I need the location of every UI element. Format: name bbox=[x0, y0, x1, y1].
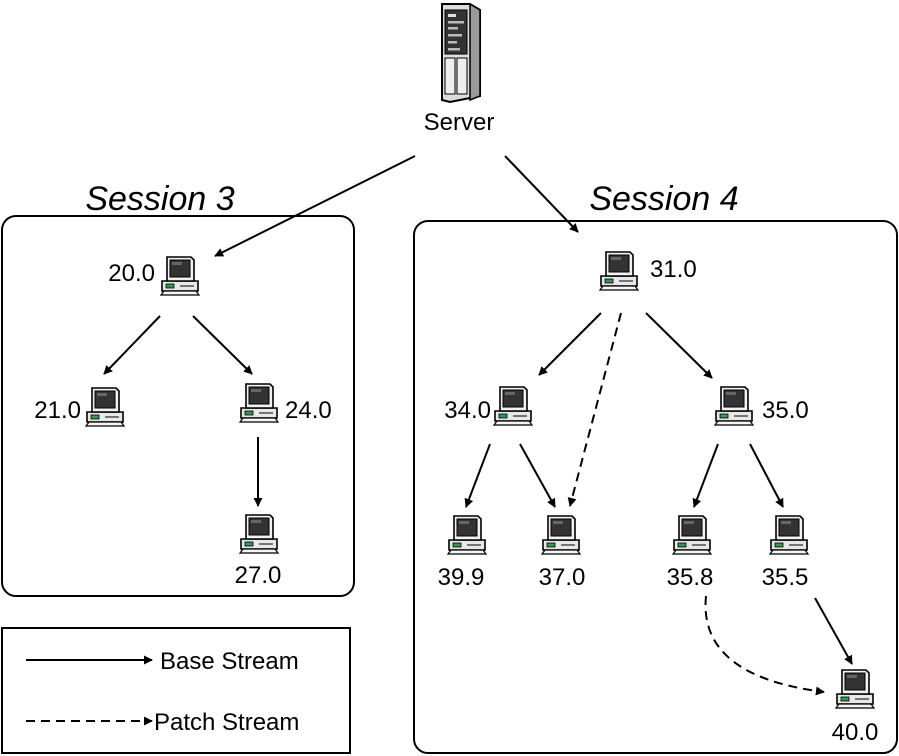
edge-31-34 bbox=[538, 312, 602, 376]
edge-355-40 bbox=[814, 597, 853, 665]
computer-20-icon bbox=[160, 256, 200, 296]
computer-39-icon bbox=[447, 515, 487, 555]
computer-21-icon bbox=[85, 387, 125, 427]
edge-35-358 bbox=[692, 443, 719, 508]
computer-358-icon bbox=[672, 515, 712, 555]
node-35-label: 35.0 bbox=[762, 397, 809, 424]
legend-patch-label: Patch Stream bbox=[154, 709, 299, 736]
computer-24-icon bbox=[239, 383, 279, 423]
node-40-label: 40.0 bbox=[832, 719, 879, 746]
edge-35-355 bbox=[749, 443, 784, 508]
legend: Base Stream Patch Stream bbox=[1, 627, 351, 754]
node-27-label: 27.0 bbox=[235, 562, 282, 589]
session-3-title: Session 3 bbox=[85, 180, 234, 218]
edge-20-24 bbox=[192, 315, 253, 375]
edge-20-21 bbox=[103, 315, 161, 375]
node-37-label: 37.0 bbox=[539, 564, 586, 591]
edge-34-37 bbox=[519, 443, 556, 508]
computer-31-icon bbox=[599, 251, 639, 291]
node-21-label: 21.0 bbox=[34, 397, 81, 424]
node-31-label: 31.0 bbox=[650, 256, 697, 283]
node-39-label: 39.9 bbox=[438, 564, 485, 591]
server-icon bbox=[441, 3, 481, 103]
node-358-label: 35.8 bbox=[667, 564, 714, 591]
edge-34-39 bbox=[464, 443, 491, 508]
edge-31-35 bbox=[645, 312, 713, 379]
node-355-label: 35.5 bbox=[762, 564, 809, 591]
node-24-label: 24.0 bbox=[285, 397, 332, 424]
edges bbox=[103, 155, 853, 696]
edge-358-40-patch bbox=[704, 595, 825, 696]
edge-31-37-patch bbox=[567, 312, 622, 507]
node-20-label: 20.0 bbox=[108, 260, 155, 287]
session-3-box bbox=[1, 215, 355, 597]
computer-355-icon bbox=[769, 515, 809, 555]
node-34-label: 34.0 bbox=[444, 397, 491, 424]
edge-server-31 bbox=[504, 155, 579, 233]
computer-37-icon bbox=[541, 515, 581, 555]
session-4-box bbox=[413, 220, 898, 754]
computer-34-icon bbox=[493, 386, 533, 426]
session-4-title: Session 4 bbox=[589, 180, 738, 218]
computer-35-icon bbox=[714, 386, 754, 426]
server-label: Server bbox=[424, 109, 495, 136]
computer-27-icon bbox=[239, 514, 279, 554]
legend-box bbox=[1, 627, 351, 754]
computer-40-icon bbox=[835, 669, 875, 709]
edge-server-20 bbox=[214, 155, 416, 257]
legend-base-label: Base Stream bbox=[160, 648, 299, 675]
